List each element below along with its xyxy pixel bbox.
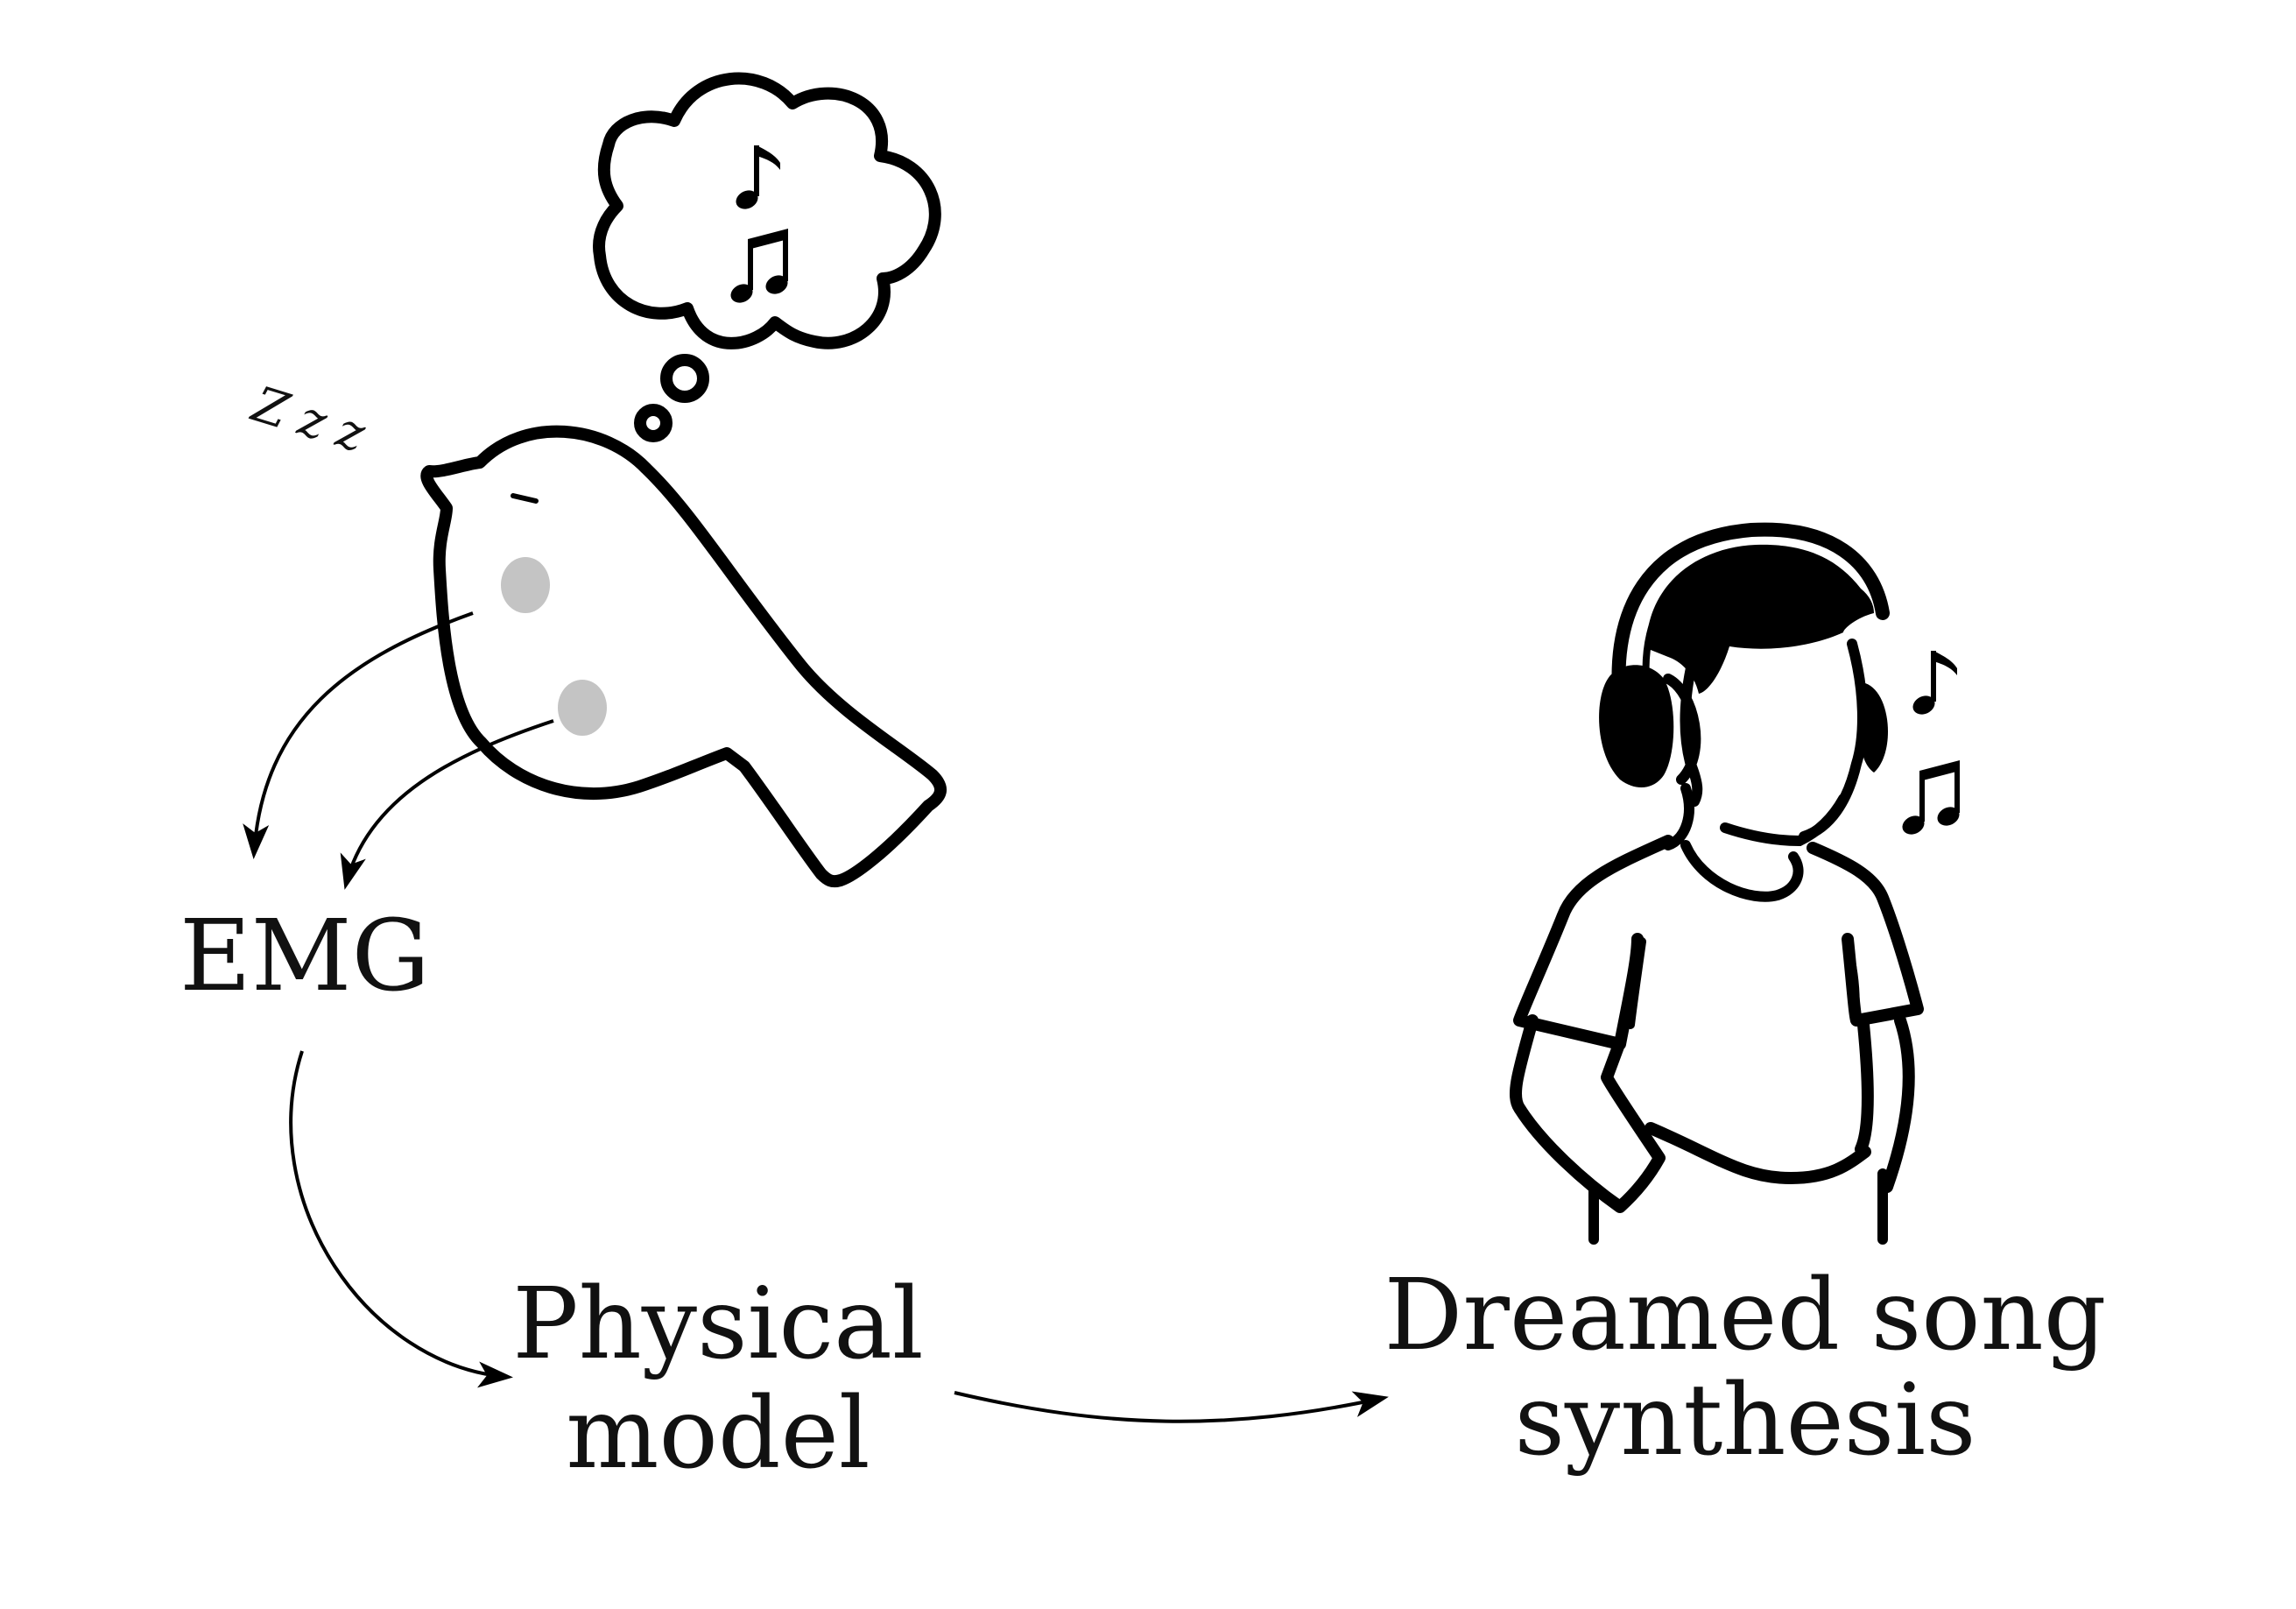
dreamed-song-label-line2: synthesis	[1514, 1364, 1976, 1478]
electrode-lower-to-emg-arrow	[340, 719, 554, 890]
physical-model-label-line2: model	[566, 1377, 870, 1491]
thought-cloud-icon	[593, 72, 941, 442]
emg-label: EMG	[180, 900, 430, 1013]
sleeping-bird-icon	[420, 425, 947, 888]
emg-to-physical-model-arrow	[289, 1050, 513, 1388]
electrode-upper	[501, 557, 550, 613]
electrode-lower	[558, 680, 607, 736]
person-with-headphones-icon	[1509, 522, 1962, 1245]
person-music-notes-icon	[1899, 651, 1962, 838]
physical-model-to-synthesis-arrow	[954, 1391, 1389, 1423]
physical-model-label-line1: Physical	[512, 1267, 923, 1381]
sleep-zzz-text: Zzz	[244, 376, 384, 468]
dreamed-song-label-line1: Dreamed song	[1384, 1259, 2107, 1373]
electrode-upper-to-emg-arrow	[243, 611, 474, 859]
